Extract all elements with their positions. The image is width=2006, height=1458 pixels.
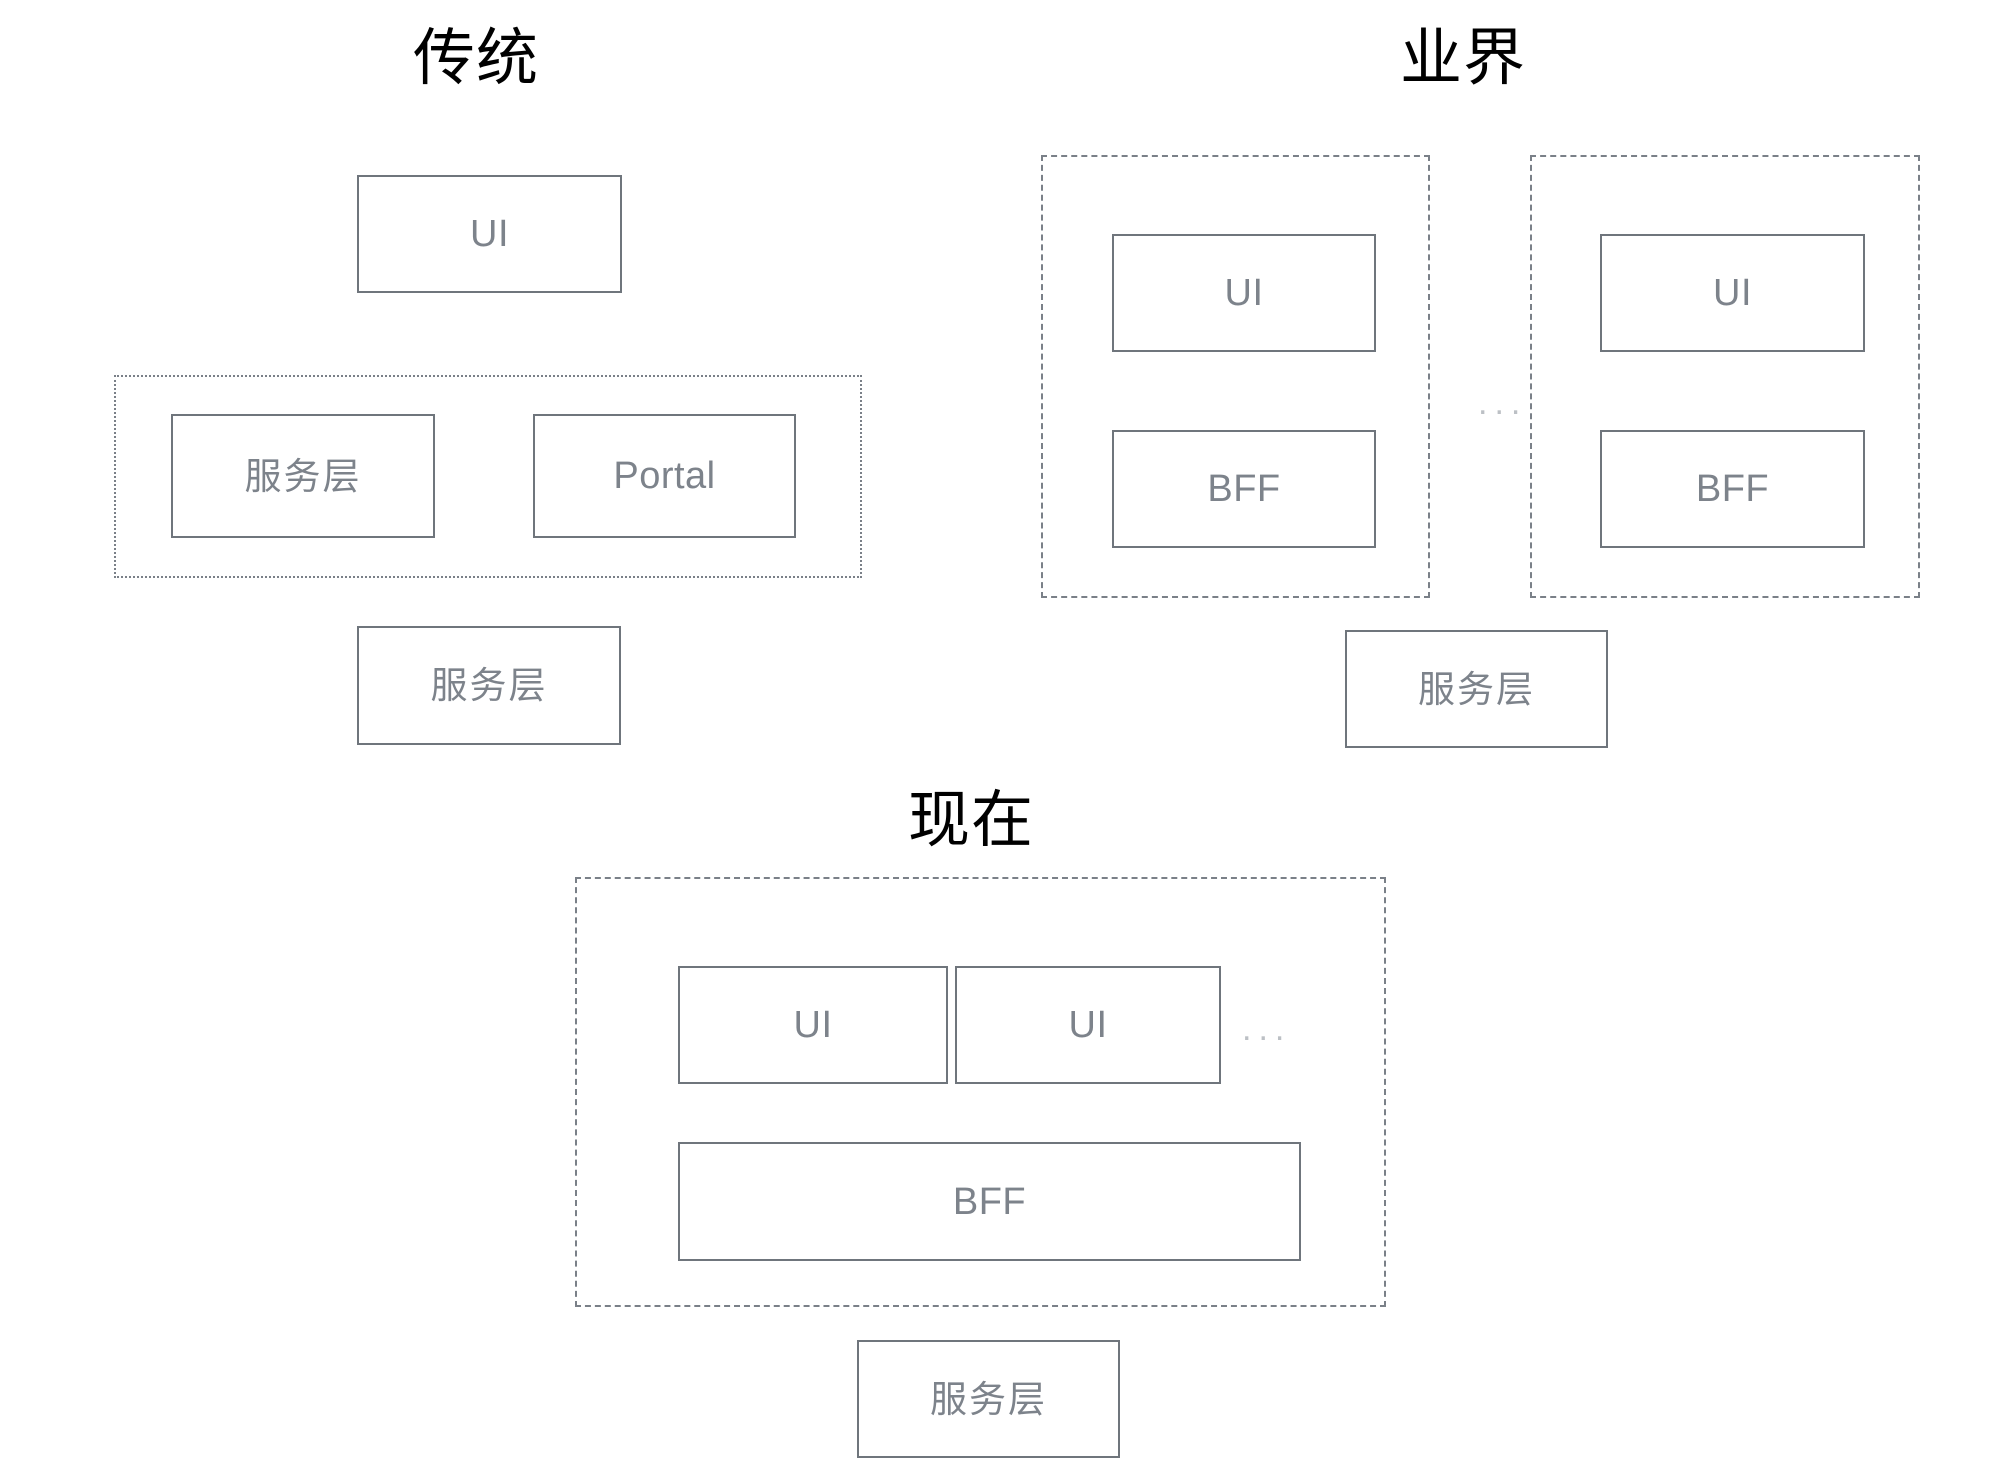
industry-service-box[interactable]: 服务层 [1345, 630, 1608, 748]
current-group [575, 877, 1386, 1307]
industry-group-two-ui-box[interactable]: UI [1600, 234, 1865, 352]
current-ellipsis: ... [1242, 1010, 1292, 1048]
industry-group-one-bff-box[interactable]: BFF [1112, 430, 1376, 548]
current-ui-box-2[interactable]: UI [955, 966, 1221, 1084]
section-title-industry: 业界 [1400, 24, 1527, 93]
current-bff-box[interactable]: BFF [678, 1142, 1301, 1261]
traditional-service-group [114, 375, 862, 578]
industry-ellipsis: ... [1478, 384, 1528, 422]
traditional-service-box[interactable]: 服务层 [357, 626, 621, 745]
section-title-traditional: 传统 [413, 24, 540, 93]
current-service-box[interactable]: 服务层 [857, 1340, 1120, 1458]
traditional-group-box-portal[interactable]: Portal [533, 414, 796, 538]
traditional-group-box-service-layer[interactable]: 服务层 [171, 414, 435, 538]
section-title-current: 现在 [908, 786, 1035, 855]
industry-group-two [1530, 155, 1920, 598]
industry-group-one [1041, 155, 1430, 598]
traditional-ui-box[interactable]: UI [357, 175, 622, 293]
industry-group-two-bff-box[interactable]: BFF [1600, 430, 1865, 548]
current-ui-box-1[interactable]: UI [678, 966, 948, 1084]
industry-group-one-ui-box[interactable]: UI [1112, 234, 1376, 352]
